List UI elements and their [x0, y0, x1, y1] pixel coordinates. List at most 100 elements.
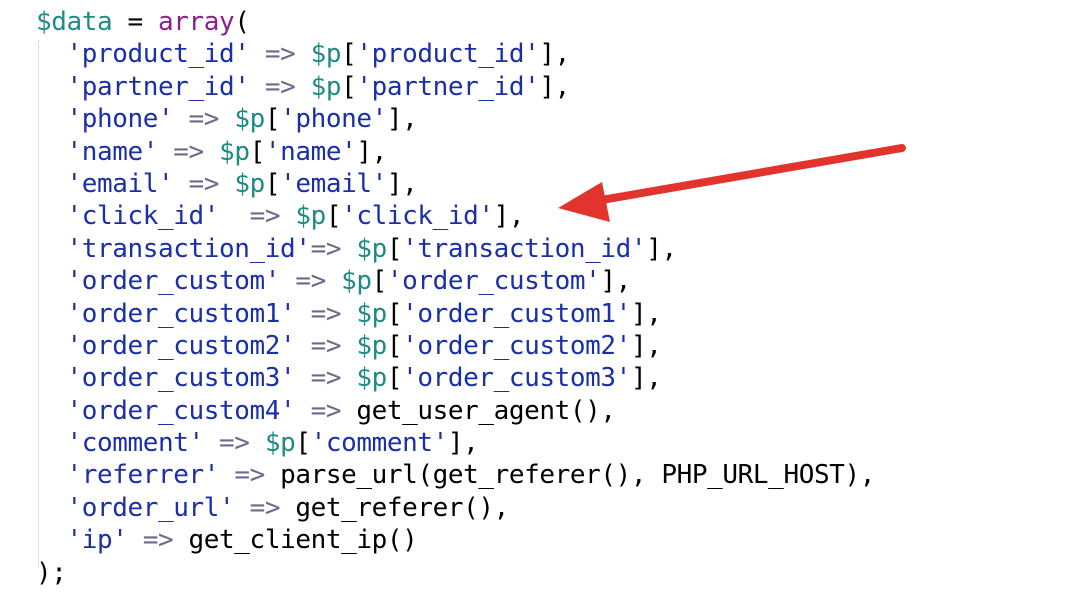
code-text: );: [36, 557, 67, 588]
code-operator: =>: [173, 168, 235, 199]
code-string: 'product_id': [66, 39, 250, 70]
arrow-shaft: [586, 144, 906, 206]
code-text: [36, 299, 67, 329]
code-variable: $p: [264, 428, 296, 459]
code-line: 'transaction_id'=> $p['transaction_id'],: [36, 233, 875, 265]
code-text: [: [386, 363, 403, 394]
code-block[interactable]: $data = array( 'product_id' => $p['produ…: [36, 6, 875, 589]
code-variable: $p: [310, 39, 342, 70]
indent-guide: [38, 40, 39, 568]
code-string: 'comment': [66, 428, 205, 459]
code-text: =: [112, 7, 159, 37]
code-line: 'product_id' => $p['product_id'],: [36, 38, 875, 70]
code-text: [36, 234, 67, 264]
code-line: );: [36, 557, 875, 589]
code-text: (: [234, 7, 250, 37]
code-text: [36, 39, 67, 69]
code-string: 'partner_id': [66, 71, 250, 102]
code-text: [36, 137, 67, 167]
code-string: 'email': [280, 168, 387, 199]
code-variable: $p: [356, 298, 387, 329]
code-text: [: [325, 201, 342, 232]
code-text: [36, 460, 67, 490]
code-text: ],: [386, 104, 418, 135]
code-keyword: array: [158, 7, 235, 37]
code-text: [: [249, 136, 266, 167]
code-operator: =>: [127, 525, 189, 556]
code-operator: =>: [295, 395, 357, 426]
code-string: 'referrer': [66, 460, 220, 491]
code-text: ],: [539, 71, 570, 102]
code-text: ],: [600, 266, 631, 297]
code-operator: =>: [158, 136, 220, 167]
code-line: 'partner_id' => $p['partner_id'],: [36, 71, 875, 103]
code-string: 'transaction_id': [402, 233, 647, 264]
code-text: [36, 396, 67, 426]
code-string: 'partner_id': [356, 71, 540, 102]
code-string: 'order_custom2': [402, 330, 631, 361]
code-operator: =>: [310, 233, 357, 264]
code-string: 'email': [66, 168, 174, 199]
code-variable: $p: [341, 266, 372, 297]
code-line: 'email' => $p['email'],: [36, 168, 875, 200]
code-text: get_referer(),: [295, 492, 509, 523]
code-operator: =>: [249, 39, 311, 70]
code-operator: =>: [295, 330, 357, 361]
code-text: [36, 363, 67, 393]
code-text: get_user_agent(),: [356, 395, 616, 426]
code-text: ],: [630, 363, 662, 394]
code-text: [36, 266, 67, 296]
code-text: [: [386, 330, 403, 361]
code-line: 'order_url' => get_referer(),: [36, 492, 875, 524]
code-text: ],: [356, 136, 387, 167]
code-variable: $p: [310, 71, 342, 102]
code-string: 'product_id': [356, 39, 540, 70]
arrow-head: [558, 182, 610, 222]
code-operator: =>: [234, 492, 296, 523]
code-text: ],: [493, 201, 525, 232]
code-text: ],: [386, 168, 418, 199]
code-text: [36, 201, 67, 231]
code-operator: =>: [173, 104, 235, 135]
code-string: 'order_custom3': [402, 363, 631, 394]
code-variable: $p: [356, 233, 387, 264]
code-text: ],: [646, 233, 677, 264]
code-operator: =>: [203, 428, 265, 459]
code-text: [36, 428, 67, 458]
code-text: [: [386, 233, 403, 264]
code-line: $data = array(: [36, 6, 875, 38]
code-line: 'click_id' => $p['click_id'],: [36, 200, 875, 232]
code-string: 'click_id': [341, 201, 494, 232]
code-variable: $data: [36, 7, 113, 37]
code-text: [: [341, 39, 357, 70]
code-variable: $p: [295, 201, 326, 232]
code-text: parse_url(get_referer(), PHP_URL_HOST),: [280, 460, 875, 491]
code-line: 'order_custom3' => $p['order_custom3'],: [36, 362, 875, 394]
code-string: 'name': [66, 136, 159, 167]
code-line: 'order_custom' => $p['order_custom'],: [36, 265, 875, 297]
code-variable: $p: [219, 136, 250, 167]
code-operator: =>: [295, 363, 357, 394]
code-text: [: [341, 71, 357, 102]
code-text: [: [386, 298, 403, 329]
code-operator: =>: [219, 201, 296, 232]
code-string: 'ip': [66, 525, 128, 556]
code-variable: $p: [356, 363, 387, 394]
code-text: ],: [447, 428, 479, 459]
code-text: [36, 104, 67, 134]
code-text: [36, 493, 67, 523]
code-text: [: [371, 266, 388, 297]
code-operator: =>: [295, 298, 357, 329]
code-operator: =>: [280, 266, 342, 297]
code-variable: $p: [234, 104, 265, 135]
code-string: 'order_url': [66, 492, 235, 523]
code-text: get_client_ip(): [188, 525, 418, 556]
code-string: 'click_id': [66, 201, 220, 232]
code-variable: $p: [234, 168, 265, 199]
code-operator: =>: [249, 71, 311, 102]
code-text: [: [264, 168, 281, 199]
code-string: 'comment': [310, 428, 449, 459]
code-line: 'order_custom2' => $p['order_custom2'],: [36, 330, 875, 362]
code-line: 'order_custom1' => $p['order_custom1'],: [36, 298, 875, 330]
